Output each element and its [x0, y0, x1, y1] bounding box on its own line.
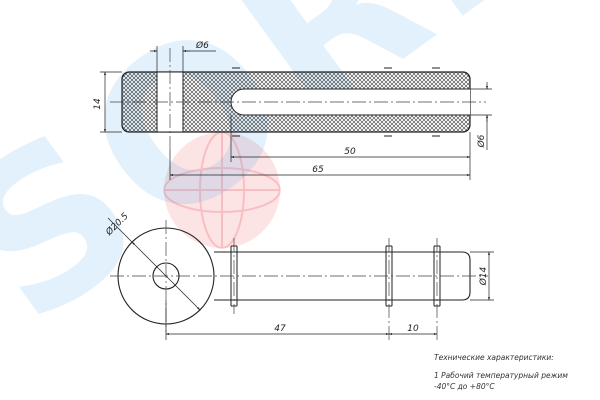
dim-groove-spacing: 10 — [407, 324, 419, 334]
dim-slot-dia: Ø6 — [476, 134, 487, 148]
dim-total-length: 65 — [312, 165, 324, 175]
dim-shaft-length: 47 — [274, 324, 286, 334]
watermark-logo: SORL — [0, 0, 591, 370]
front-view — [107, 217, 494, 340]
watermark: SORL — [0, 0, 591, 370]
dim-top-hole-dia: Ø6 — [195, 40, 209, 51]
notes-line-1: 1 Рабочий температурный режим — [434, 371, 568, 380]
top-view — [100, 46, 492, 180]
notes-line-2: -40°C до +80°C — [434, 382, 495, 391]
dim-top-width: 14 — [93, 98, 103, 110]
dim-slot-length: 50 — [344, 147, 356, 157]
watermark-globe — [164, 132, 280, 248]
dim-shaft-dia: Ø14 — [478, 266, 489, 286]
notes-title: Технические характеристики: — [434, 353, 554, 362]
technical-notes: Технические характеристики: 1 Рабочий те… — [434, 352, 568, 392]
